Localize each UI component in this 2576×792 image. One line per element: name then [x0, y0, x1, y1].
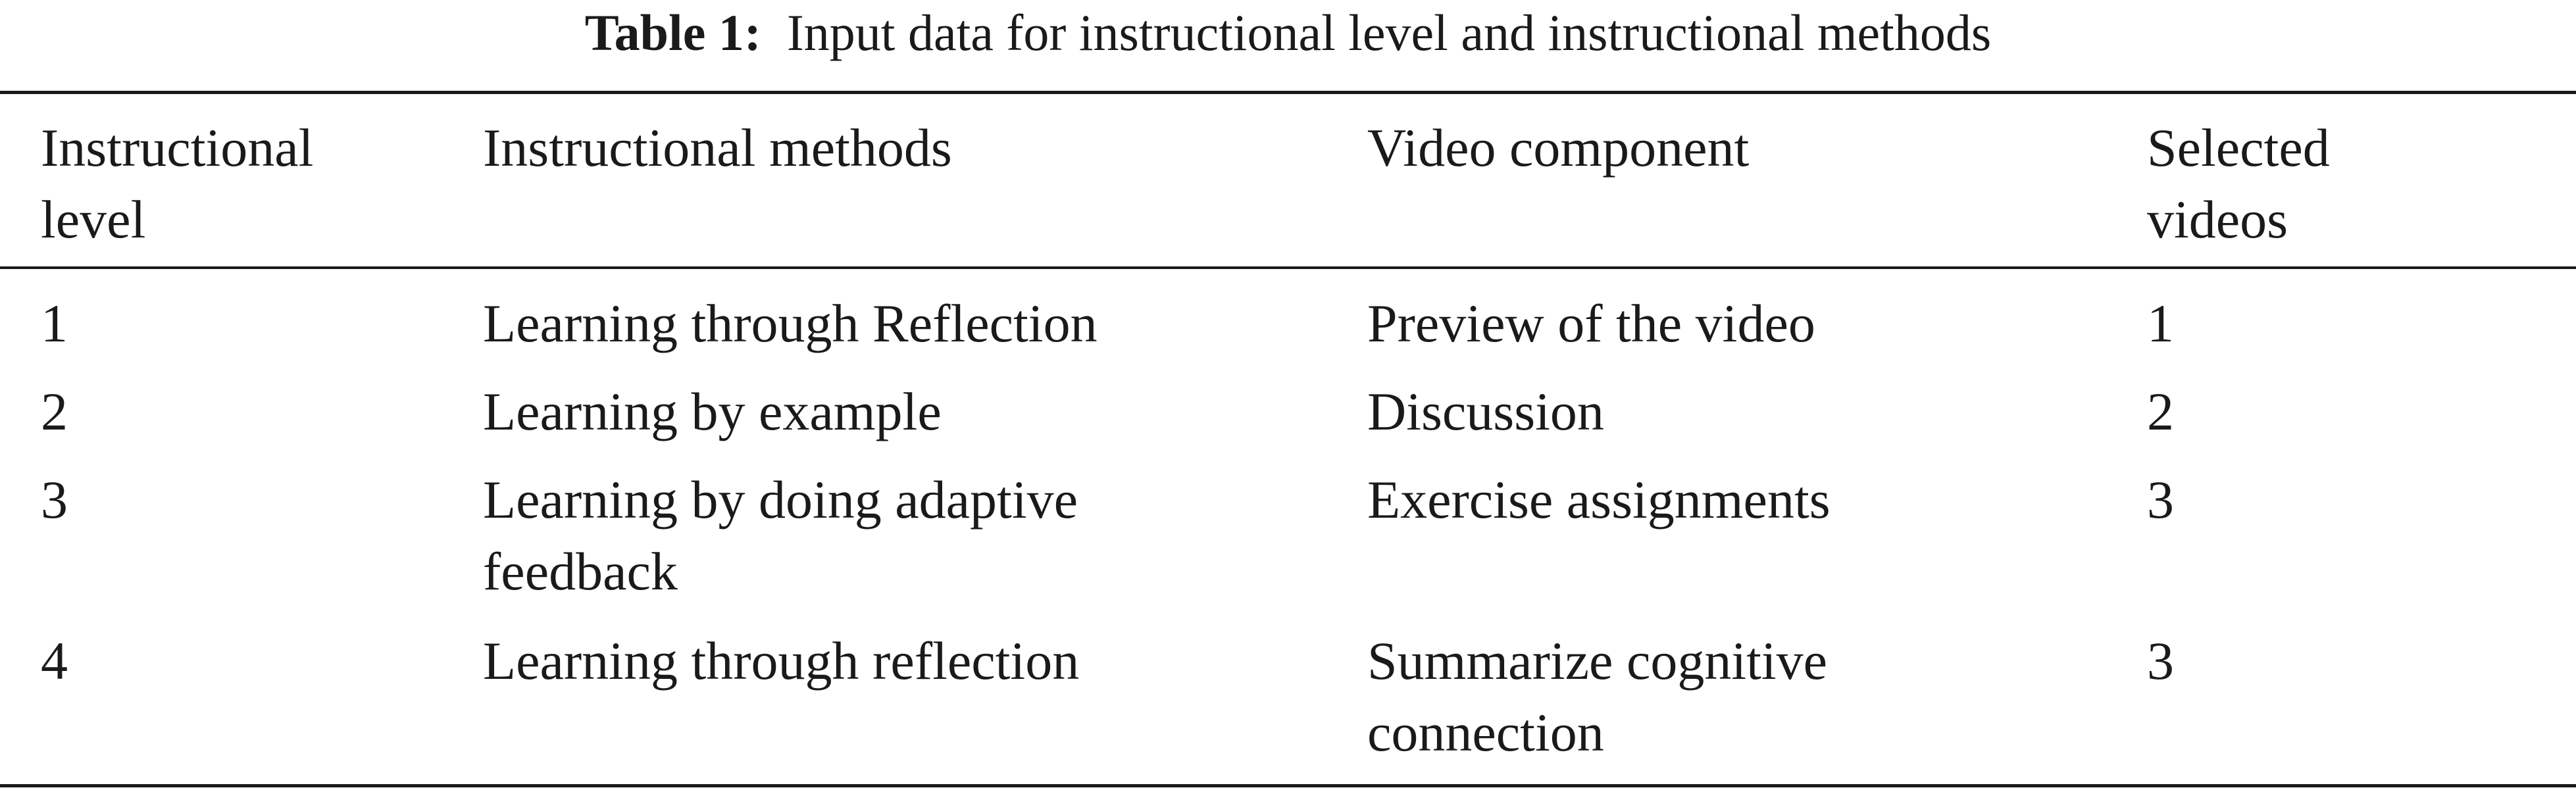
header-instructional-methods: Instructional methods	[483, 118, 952, 178]
header-selected-videos: Selected videos	[2147, 118, 2330, 249]
table-bottom-rule	[0, 784, 2576, 787]
table-row-2-videos: 2	[2147, 382, 2174, 441]
table-row-3-level: 3	[41, 470, 68, 530]
table-caption-label: Table 1:	[584, 4, 761, 61]
table-row-3-method: Learning by doing adaptive feedback	[483, 470, 1078, 601]
table-row-3-component: Exercise assignments	[1367, 470, 1831, 530]
table-row-3-videos: 3	[2147, 470, 2174, 530]
table-caption-text: Input data for instructional level and i…	[786, 4, 1992, 61]
table-row-2-component: Discussion	[1367, 382, 1604, 441]
table-row-1-component: Preview of the video	[1367, 293, 1815, 353]
table-row-1-method: Learning through Reflection	[483, 293, 1098, 353]
table-row-1-level: 1	[41, 293, 68, 353]
header-instructional-level: Instructional level	[41, 118, 314, 249]
table-row-1-videos: 1	[2147, 293, 2174, 353]
table-top-rule	[0, 91, 2576, 94]
table-header-rule	[0, 266, 2576, 269]
table-row-2-level: 2	[41, 382, 68, 441]
table-row-4-method: Learning through reflection	[483, 631, 1080, 691]
table-row-4-videos: 3	[2147, 631, 2174, 691]
table-caption: Table 1: Input data for instructional le…	[0, 0, 2576, 78]
table-row-4-level: 4	[41, 631, 68, 691]
header-video-component: Video component	[1367, 118, 1750, 178]
table-row-4-component: Summarize cognitive connection	[1367, 631, 1828, 762]
table-row-2-method: Learning by example	[483, 382, 942, 441]
